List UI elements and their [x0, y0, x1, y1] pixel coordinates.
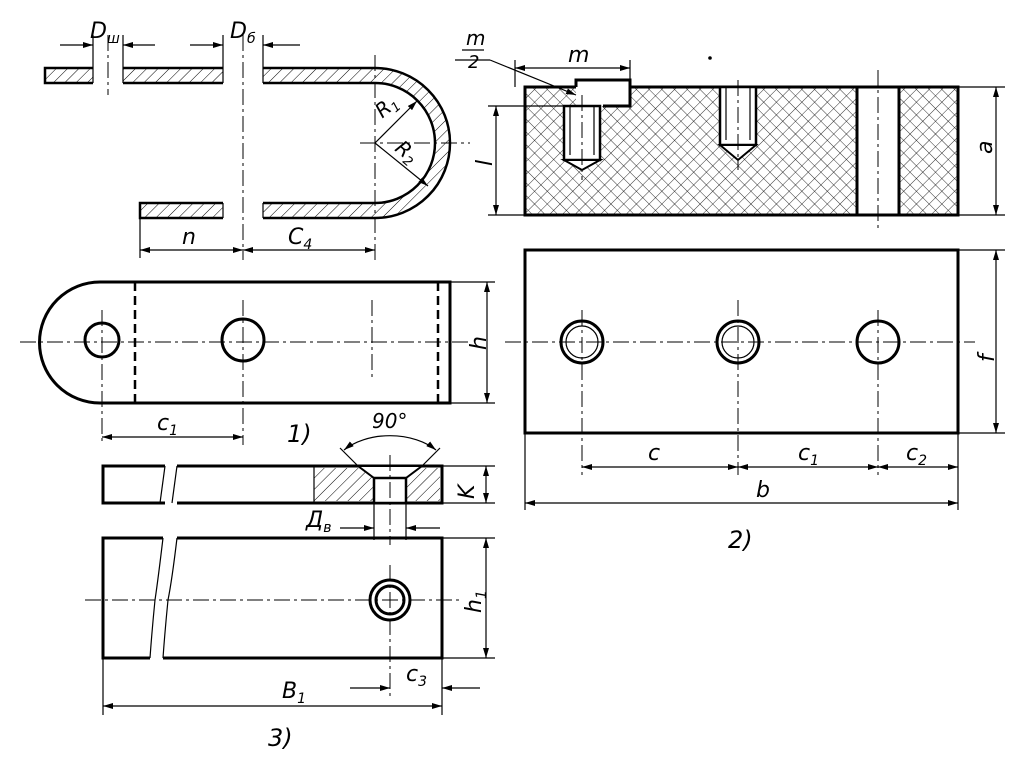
view2-plan: [505, 248, 1005, 510]
dim-D-b: Dб: [230, 19, 256, 47]
dim-h1: h1: [462, 590, 490, 613]
dim-m: m: [568, 43, 589, 68]
view-label-1: 1): [287, 420, 312, 448]
dim-angle: 90°: [372, 409, 407, 433]
dim-c2: c2: [906, 441, 927, 469]
view-label-3: 3): [268, 724, 293, 752]
dim-D-v: Дв: [305, 508, 331, 536]
view-label-2: 2): [728, 526, 753, 554]
dim-R2: R2: [389, 135, 423, 170]
dim-c: c: [648, 441, 660, 466]
view3-section: [101, 435, 495, 545]
dim-c1-view1: c1: [157, 411, 178, 439]
view3-plan: [85, 536, 495, 715]
view1-section: [43, 35, 470, 260]
dim-l: l: [473, 160, 498, 166]
dim-B1: B1: [282, 679, 306, 707]
dim-b: b: [756, 478, 770, 503]
dim-D-sh: Dш: [90, 19, 120, 47]
dim-f: f: [975, 351, 1000, 362]
dim-h: h: [467, 336, 492, 350]
dim-a: a: [973, 141, 998, 154]
dim-m-half-den: 2: [468, 52, 479, 73]
dim-c1-view2: c1: [798, 441, 819, 469]
view1-plan: [20, 280, 495, 445]
dim-K: K: [455, 483, 480, 499]
view2-section: [455, 59, 1005, 230]
dim-n: n: [182, 225, 196, 250]
dim-C4: C4: [288, 225, 312, 253]
dim-m-half-num: m: [466, 26, 485, 50]
dim-c3: c3: [406, 662, 427, 690]
